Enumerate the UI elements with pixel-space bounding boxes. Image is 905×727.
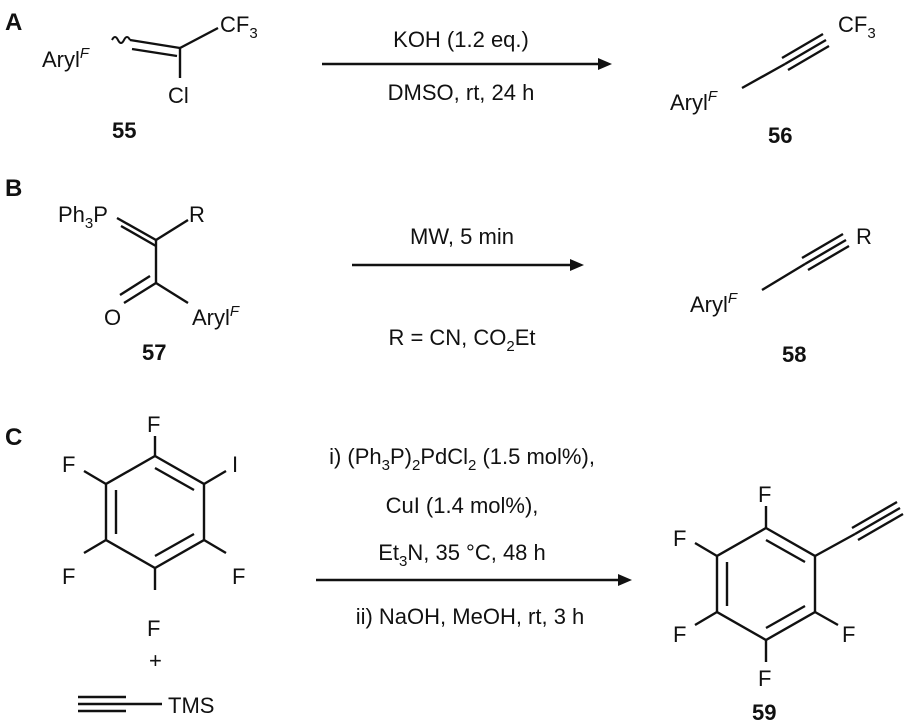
f-label-lower-left: F xyxy=(62,564,75,589)
carbonyl-bond-inner xyxy=(119,274,151,297)
conditions-b-below: R = CN, CO2Et xyxy=(388,325,535,355)
aryl-label-57: ArylF xyxy=(192,303,240,330)
conditions-a-above: KOH (1.2 eq.) xyxy=(393,27,529,52)
tms-label: TMS xyxy=(168,693,214,718)
f-label-top: F xyxy=(147,412,160,437)
arrowhead-c xyxy=(618,574,632,586)
o-label: O xyxy=(104,305,121,330)
wavy-bond xyxy=(111,36,131,44)
triple-bond-56-center xyxy=(784,38,827,66)
product-f-label-top: F xyxy=(758,482,771,507)
product-f-label-bottom: F xyxy=(758,666,771,691)
panel-label-b: B xyxy=(5,175,22,202)
i-label: I xyxy=(232,452,238,477)
bond-i xyxy=(203,469,227,486)
bond-f-lower-right xyxy=(203,538,227,555)
product-ring-inner-bond-1 xyxy=(765,538,806,564)
conditions-b-above: MW, 5 min xyxy=(410,224,514,249)
ylide-ph3p-label: Ph3P xyxy=(58,202,108,232)
ring-inner-bond-2 xyxy=(154,532,195,558)
single-bond-58 xyxy=(761,262,806,292)
product-bond-f-lower-left xyxy=(694,610,718,627)
cl-label: Cl xyxy=(168,83,189,108)
ylide-double-bond-inner xyxy=(120,224,157,248)
f-label-upper-left: F xyxy=(62,452,75,477)
product-f-label-lower-left: F xyxy=(673,622,686,647)
arrowhead-b xyxy=(570,259,584,271)
compound-id-59: 59 xyxy=(752,700,776,725)
product-bond-f-lower-right xyxy=(814,610,839,627)
product-alkyne-triple-lower xyxy=(857,512,904,542)
product-alkyne-triple-upper xyxy=(851,500,898,530)
triple-bond-56-upper xyxy=(781,32,824,60)
panel-label-a: A xyxy=(5,9,22,36)
double-bond-inner xyxy=(131,47,178,58)
conditions-a-below: DMSO, rt, 24 h xyxy=(388,80,535,105)
cf3-label-56: CF3 xyxy=(838,12,876,42)
benzene-ring-reactant xyxy=(104,454,206,570)
bond-to-aryl-57 xyxy=(155,281,189,305)
conditions-c-line1: i) (Ph3P)2PdCl2 (1.5 mol%), xyxy=(329,444,595,474)
triple-bond-58-upper xyxy=(801,232,844,260)
product-f-label-upper-left: F xyxy=(673,526,686,551)
single-bond-56 xyxy=(741,62,786,90)
aryl-label-58: ArylF xyxy=(690,290,738,317)
product-bond-f-upper-left xyxy=(694,541,718,558)
panel-label-c: C xyxy=(5,424,22,451)
f-label-bottom: F xyxy=(147,616,160,641)
product-alkyne-triple-center xyxy=(854,506,901,536)
compound-id-55: 55 xyxy=(112,118,136,143)
bond-to-r-57 xyxy=(155,218,189,242)
conditions-c-line3: Et3N, 35 °C, 48 h xyxy=(378,540,546,570)
compound-id-56: 56 xyxy=(768,123,792,148)
conditions-c-step2: ii) NaOH, MeOH, rt, 3 h xyxy=(356,604,585,629)
double-bond-outer xyxy=(129,38,181,50)
product-ring-inner-bond-2 xyxy=(765,604,806,630)
triple-bond-56-lower xyxy=(787,44,830,72)
ring-inner-bond-1 xyxy=(154,466,195,492)
compound-id-58: 58 xyxy=(782,342,806,367)
compound-id-57: 57 xyxy=(142,340,166,365)
ylide-double-bond-outer xyxy=(116,216,157,242)
r-label-58: R xyxy=(856,224,872,249)
carbonyl-bond-outer xyxy=(123,281,157,305)
product-f-label-lower-right: F xyxy=(842,622,855,647)
bond-to-cf3 xyxy=(179,26,219,50)
triple-bond-58-center xyxy=(804,238,847,266)
bond-f-lower-left xyxy=(83,538,107,555)
product-alkyne-bond-center xyxy=(814,532,856,558)
plus-sign: + xyxy=(149,648,162,673)
r-label-57: R xyxy=(189,202,205,227)
aryl-label-55: ArylF xyxy=(42,45,90,72)
conditions-c-line2: CuI (1.4 mol%), xyxy=(386,493,539,518)
f-label-lower-right: F xyxy=(232,564,245,589)
arrowhead-a xyxy=(598,58,612,70)
aryl-label-56: ArylF xyxy=(670,88,718,115)
cf3-label-55: CF3 xyxy=(220,12,258,42)
benzene-ring-product xyxy=(715,526,817,642)
bond-f-upper-left xyxy=(83,469,107,486)
triple-bond-58-lower xyxy=(807,244,850,272)
